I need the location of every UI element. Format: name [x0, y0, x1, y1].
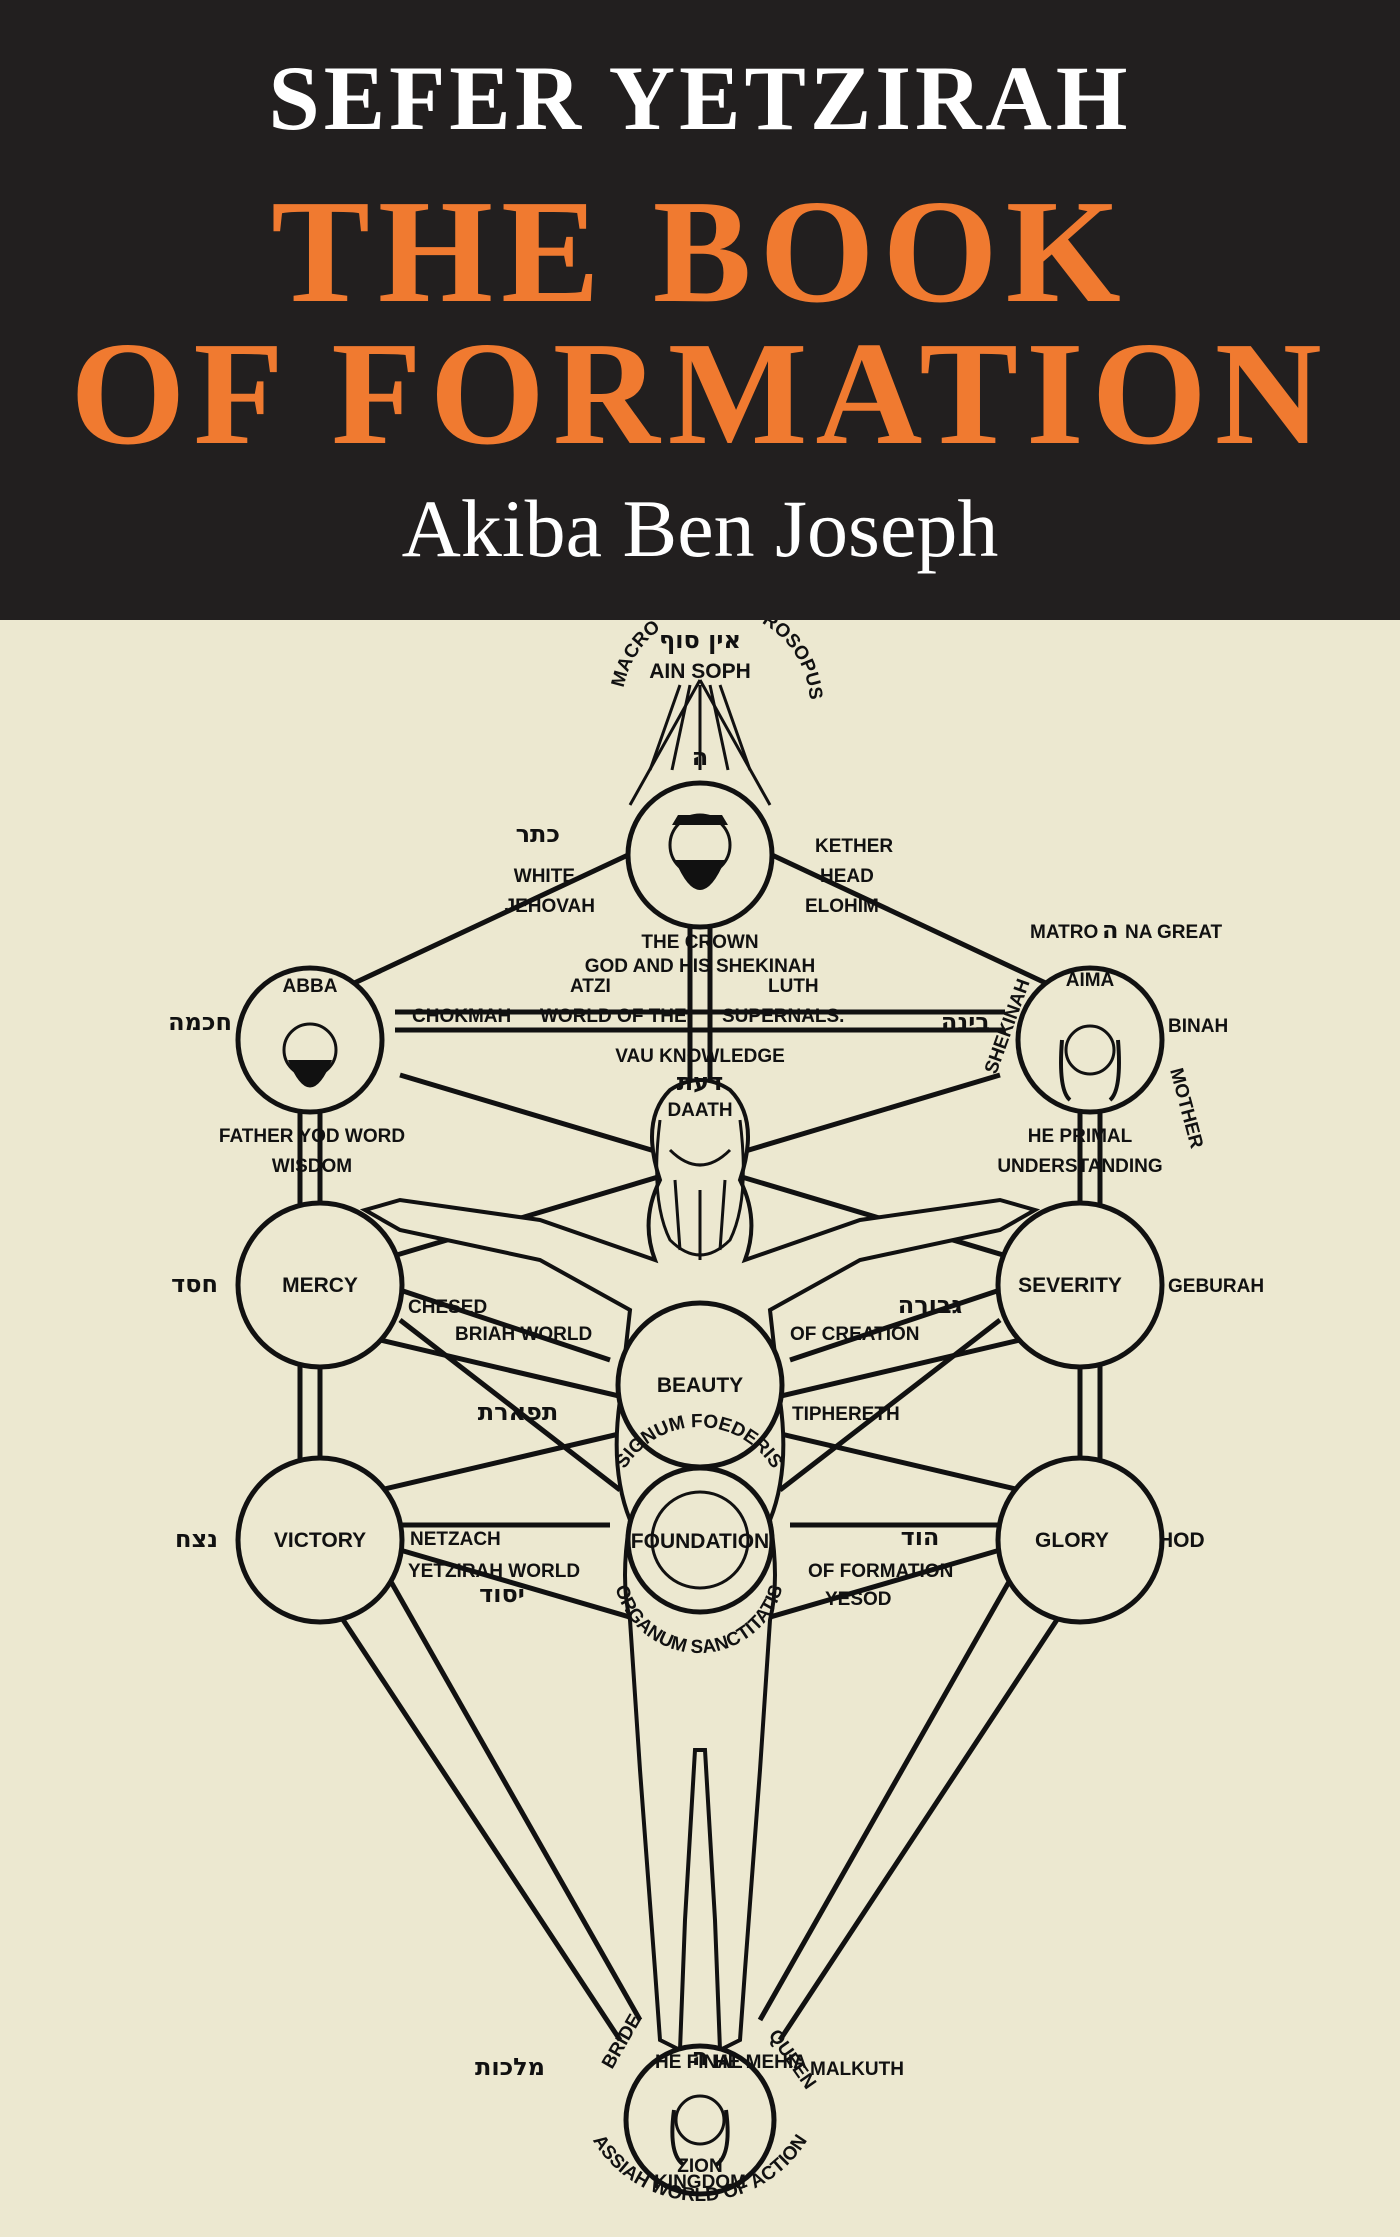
victory-circle	[235, 1455, 405, 1625]
author-name: Akiba Ben Joseph	[401, 483, 999, 574]
foundation-circle	[625, 1465, 775, 1615]
of-creation-label: OF CREATION	[790, 1324, 919, 1345]
yetzirah-world-label: YETZIRAH WORLD	[408, 1561, 580, 1582]
kether-face-icon	[668, 813, 732, 890]
kether-he-letter: ה	[692, 743, 709, 771]
mercy-circle	[235, 1200, 405, 1370]
binah-hebrew: בינה	[941, 1008, 990, 1036]
severity-label: SEVERITY	[1018, 1274, 1122, 1297]
glory-circle	[995, 1455, 1165, 1625]
understanding-label: UNDERSTANDING	[997, 1156, 1162, 1177]
malkuth-right-label: MALKUTH	[810, 2059, 904, 2080]
kether-left-1: WHITE	[514, 866, 575, 887]
binah-circle	[1015, 965, 1165, 1115]
binah-right-label: BINAH	[1168, 1016, 1228, 1037]
beauty-label: BEAUTY	[657, 1374, 743, 1397]
aima-face-icon	[1059, 1024, 1121, 1102]
chesed-path-label: CHESED	[408, 1297, 487, 1318]
glory-label: GLORY	[1035, 1529, 1109, 1552]
book-title-line-1: THE BOOK	[271, 170, 1129, 334]
netzach-hebrew: נצח	[175, 1525, 218, 1553]
hod-right-label: HOD	[1158, 1529, 1205, 1552]
father-yod-word: FATHER YOD WORD	[219, 1126, 405, 1147]
ain-soph-label: AIN SOPH	[649, 660, 751, 683]
severity-circle	[995, 1200, 1165, 1370]
geburah-hebrew: גבורה	[898, 1291, 963, 1319]
zion-label: ZION	[677, 2156, 722, 2177]
malkuth-hebrew: מלכות	[475, 2053, 545, 2081]
mother-arc-label: MOTHER	[1165, 1066, 1207, 1151]
briah-world-label: BRIAH WORLD	[455, 1324, 592, 1345]
world-of-the-label: WORLD OF THE	[540, 1006, 687, 1027]
the-crown-label: THE CROWN	[641, 932, 758, 953]
yesod-hebrew: יסוד	[479, 1580, 525, 1608]
victory-label: VICTORY	[274, 1529, 366, 1552]
luth-label: LUTH	[768, 976, 819, 997]
foundation-label: FOUNDATION	[631, 1530, 769, 1553]
kether-circle	[625, 780, 775, 930]
supernals-label: SUPERNALS.	[722, 1006, 844, 1027]
wisdom-label: WISDOM	[272, 1156, 352, 1177]
kether-right-2: HEAD	[820, 866, 874, 887]
daath-hebrew: דעת	[677, 1068, 724, 1096]
malkuth-he-letter: ה	[692, 2043, 709, 2071]
matro-label: MATRO	[1030, 922, 1098, 943]
of-formation-label: OF FORMATION	[808, 1561, 953, 1582]
kether-right-1: KETHER	[815, 836, 893, 857]
yesod-label: YESOD	[825, 1589, 892, 1610]
prosopus-arc-label: PROSOPUS	[748, 620, 826, 701]
title-band: SEFER YETZIRAH THE BOOK OF FORMATION Aki…	[0, 0, 1400, 620]
chesed-hebrew: חסד	[171, 1270, 218, 1298]
kingdom-label: KINGDOM	[654, 2172, 746, 2193]
kether-hebrew: כתר	[516, 820, 560, 848]
kether-left-2: JEHOVAH	[505, 896, 595, 917]
chokmah-hebrew: חכמה	[168, 1008, 232, 1036]
abba-face-icon	[282, 1022, 338, 1088]
netzach-path-label: NETZACH	[410, 1529, 501, 1550]
daath-label: DAATH	[667, 1100, 732, 1121]
binah-he-letter: ה	[1102, 916, 1119, 944]
ain-soph-hebrew: אין סוף	[659, 626, 741, 654]
aima-label: AIMA	[1066, 970, 1115, 991]
series-title: SEFER YETZIRAH	[268, 47, 1132, 149]
he-final-label: HE FINAL	[655, 2052, 743, 2073]
kether-right-3: ELOHIM	[805, 896, 879, 917]
atzi-label: ATZI	[570, 976, 611, 997]
book-title-line-2: OF FORMATION	[70, 312, 1330, 476]
abba-label: ABBA	[283, 976, 338, 997]
ain-soph-rays	[628, 679, 772, 806]
tiphereth-label: TIPHERETH	[792, 1404, 900, 1425]
tree-of-life-diagram: אין סוף AIN SOPH ה MACRO PROSOPUS כתר WH…	[168, 620, 1264, 2206]
tiphereth-hebrew: תפארת	[478, 1398, 559, 1426]
malkuth-circle	[623, 2043, 777, 2197]
chokmah-circle	[235, 965, 385, 1115]
he-primal-label: HE PRIMAL	[1028, 1126, 1133, 1147]
god-shekinah-label: GOD AND HIS SHEKINAH	[585, 956, 815, 977]
hod-hebrew: הוד	[901, 1523, 940, 1551]
he-mehia-label: HE MEHIA	[714, 2052, 807, 2073]
foundation-inner-ring	[650, 1490, 750, 1590]
chokmah-path-label: CHOKMAH	[412, 1006, 511, 1027]
tree-of-life-illustration: אין סוף AIN SOPH ה MACRO PROSOPUS כתר WH…	[0, 620, 1400, 2237]
vau-knowledge-label: VAU KNOWLEDGE	[615, 1046, 785, 1067]
malkuth-face-icon	[670, 2094, 730, 2167]
na-great-label: NA GREAT	[1125, 922, 1223, 943]
mercy-label: MERCY	[282, 1274, 358, 1297]
geburah-right-label: GEBURAH	[1168, 1276, 1264, 1297]
